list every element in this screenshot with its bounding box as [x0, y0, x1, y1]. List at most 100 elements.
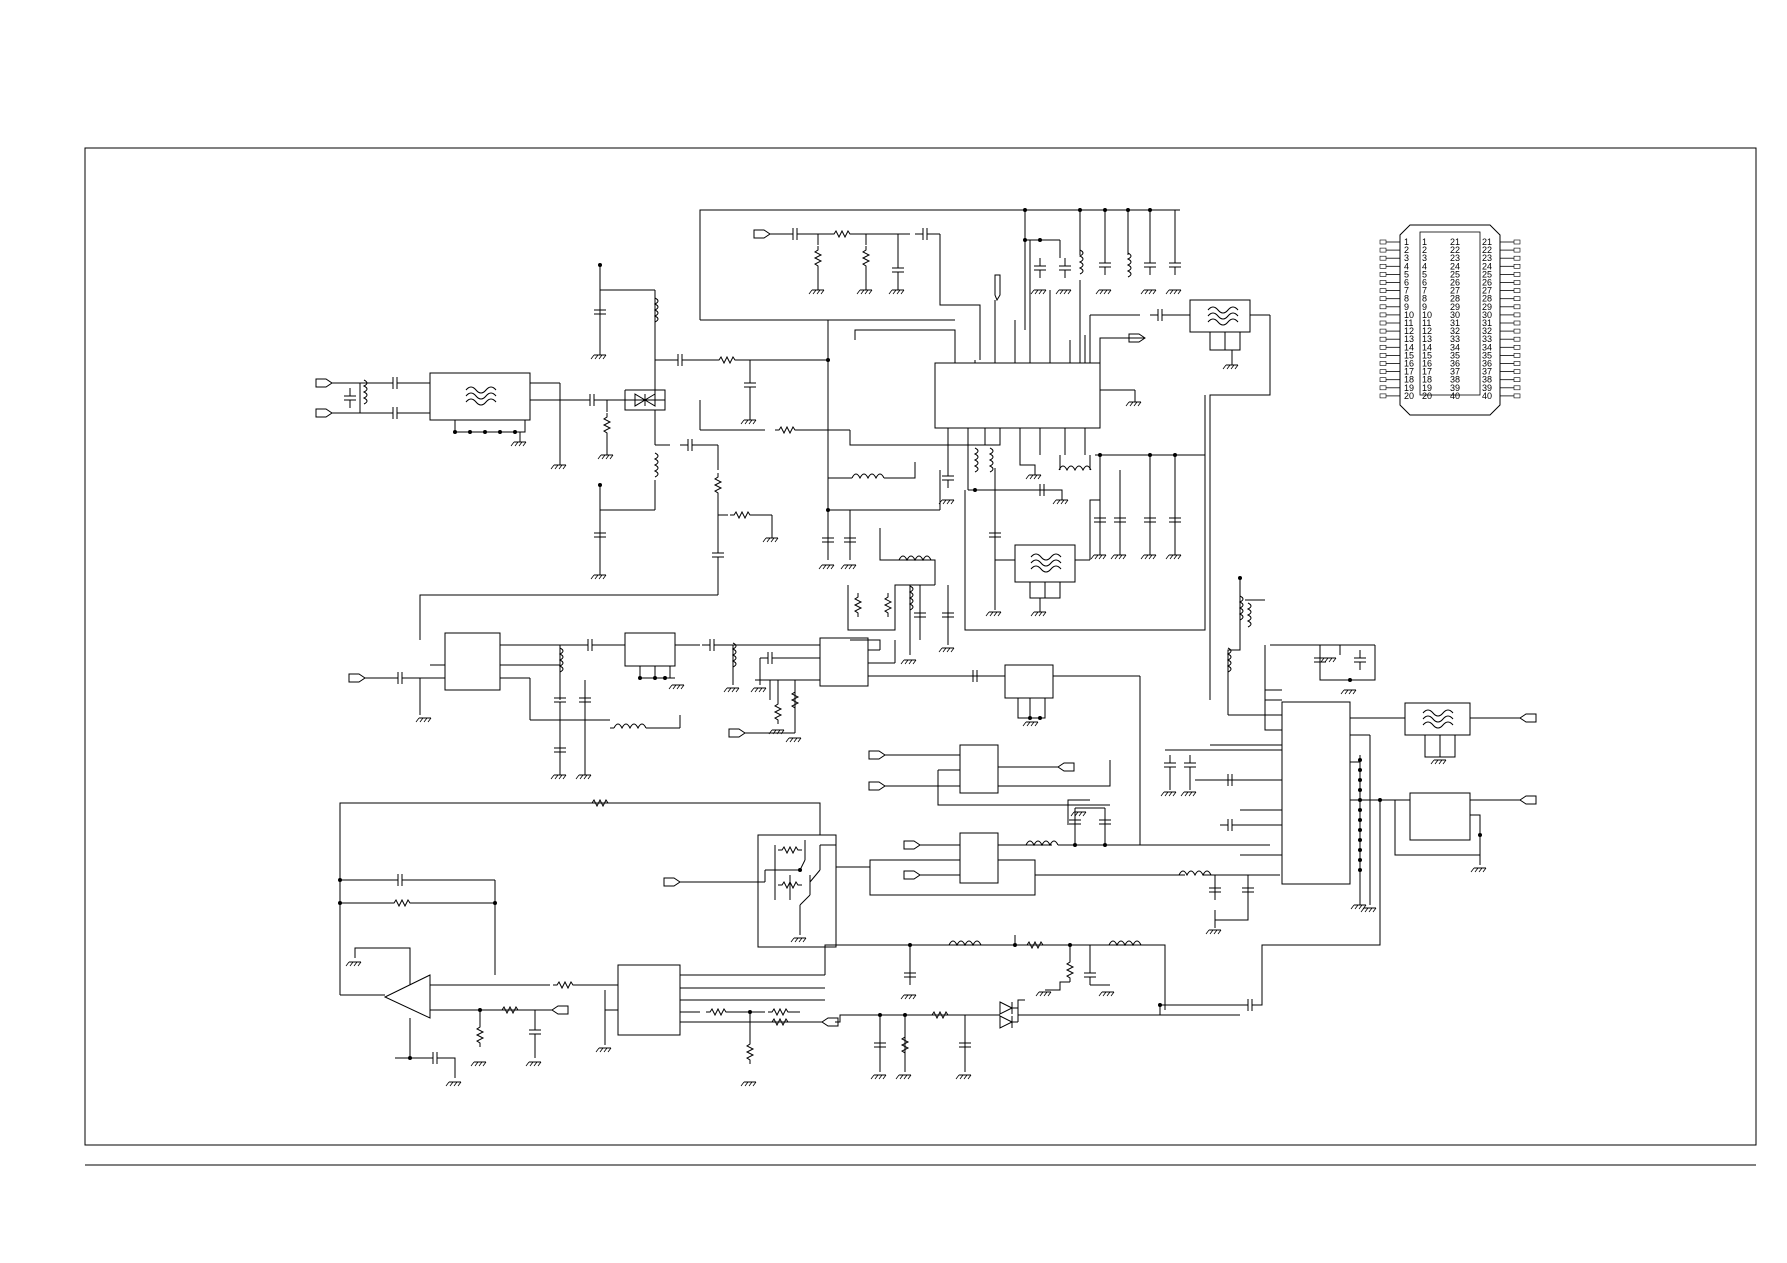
connector-pin-label: 34 — [1482, 342, 1492, 352]
connector-pin-label: 23 — [1450, 253, 1460, 263]
connector-pin-label: 22 — [1482, 245, 1492, 255]
connector-pin-label: 18 — [1422, 375, 1432, 385]
connector-pin-label: 10 — [1404, 310, 1414, 320]
connector-pin-label: 4 — [1422, 261, 1427, 271]
connector-pin-label: 3 — [1404, 253, 1409, 263]
connector-pin-label: 6 — [1422, 278, 1427, 288]
connector-pin-label: 18 — [1404, 375, 1414, 385]
buffer-ic — [1409, 792, 1471, 841]
switch-blocks — [868, 744, 1280, 935]
transistor-driver — [339, 799, 870, 995]
connector-pin-label: 24 — [1450, 261, 1460, 271]
connector-pin-label: 1 — [1404, 237, 1409, 247]
connector-pin-label: 13 — [1422, 334, 1432, 344]
connector-pin-label: 10 — [1422, 310, 1432, 320]
connector-pin-label: 39 — [1482, 383, 1492, 393]
connector-pin-label: 25 — [1450, 269, 1460, 279]
connector-pin-label: 26 — [1482, 278, 1492, 288]
detector-ic — [617, 964, 681, 1036]
top-ic-section — [699, 208, 1271, 700]
connector-pin-label: 38 — [1450, 375, 1460, 385]
amp-block-3 — [1004, 664, 1054, 699]
mixer-row — [348, 632, 1141, 845]
bottom-detector — [595, 800, 1381, 1087]
opamp-section — [338, 873, 620, 1087]
connector-pin-label: 11 — [1422, 318, 1431, 328]
drawing-frame — [84, 147, 1757, 1146]
connector-pin-label: 28 — [1450, 294, 1460, 304]
connector-pin-label: 2 — [1422, 245, 1427, 255]
connector-pin-label: 12 — [1404, 326, 1414, 336]
connector-pin-label: 36 — [1482, 359, 1492, 369]
connector-pin-label: 15 — [1404, 350, 1414, 360]
connector-pin-label: 8 — [1404, 294, 1409, 304]
connector-pin-label: 14 — [1422, 342, 1432, 352]
output-ic — [1281, 701, 1351, 885]
connector-pin-label: 37 — [1482, 367, 1492, 377]
connector-pin-label: 37 — [1450, 367, 1460, 377]
connector-pin-label: 3 — [1422, 253, 1427, 263]
connector-pin-label: 21 — [1482, 237, 1492, 247]
connector-pin-label: 31 — [1450, 318, 1460, 328]
connector-pin-label: 40 — [1482, 391, 1492, 401]
connector-pin-label: 16 — [1422, 359, 1432, 369]
saw-filter-4 — [1404, 702, 1471, 736]
connector-pin-label: 40 — [1450, 391, 1460, 401]
amp-block-2 — [819, 637, 869, 687]
center-bus — [818, 320, 955, 665]
connector-pin-label: 24 — [1482, 261, 1492, 271]
connector-pin-label: 8 — [1422, 294, 1427, 304]
connector-pin-label: 5 — [1404, 269, 1409, 279]
input-filter-section — [315, 263, 830, 640]
connector-pin-label: 2 — [1404, 245, 1409, 255]
connector-pin-label: 30 — [1482, 310, 1492, 320]
connector-pin-label: 12 — [1422, 326, 1432, 336]
connector-pin-label: 22 — [1450, 245, 1460, 255]
connector-pin-label: 29 — [1450, 302, 1460, 312]
connector-pin-label: 35 — [1450, 350, 1460, 360]
connector-pin-label: 23 — [1482, 253, 1492, 263]
connector-pin-label: 27 — [1450, 286, 1460, 296]
output-section — [1160, 576, 1537, 913]
connector-pin-label: 21 — [1450, 237, 1460, 247]
connector-pin-label: 14 — [1404, 342, 1414, 352]
opamp — [383, 974, 431, 1019]
connector-pin-label: 35 — [1482, 350, 1492, 360]
connector-pin-label: 5 — [1422, 269, 1427, 279]
switch-ic-1 — [959, 744, 999, 794]
connector-pin-label: 36 — [1450, 359, 1460, 369]
connector-pin-label: 39 — [1450, 383, 1460, 393]
mixer-ic — [444, 632, 501, 691]
connector-pin-label: 1 — [1422, 237, 1427, 247]
connector-pin-label: 34 — [1450, 342, 1460, 352]
connector-pin-label: 7 — [1422, 286, 1427, 296]
connector-pin-label: 33 — [1482, 334, 1492, 344]
connector-pin-label: 20 — [1422, 391, 1432, 401]
connector-pin-label: 6 — [1404, 278, 1409, 288]
connector-pin-label: 15 — [1422, 350, 1432, 360]
saw-filter-2 — [1189, 299, 1251, 333]
connector-pin-label: 25 — [1482, 269, 1492, 279]
connector-pin-label: 32 — [1482, 326, 1492, 336]
connector-pin-label: 30 — [1450, 310, 1460, 320]
connector-pin-label: 26 — [1450, 278, 1460, 288]
saw-filter-3 — [1014, 544, 1076, 583]
connector-pin-label: 20 — [1404, 391, 1414, 401]
connector-pin-label: 9 — [1404, 302, 1409, 312]
connector-pin-label: 7 — [1404, 286, 1409, 296]
connector-pin-label: 38 — [1482, 375, 1492, 385]
connector-pin-label: 17 — [1404, 367, 1414, 377]
connector-pin-label: 16 — [1404, 359, 1414, 369]
connector-pin-label: 32 — [1450, 326, 1460, 336]
connector-pin-label: 11 — [1404, 318, 1413, 328]
connector-pin-label: 17 — [1422, 367, 1432, 377]
connector-pin-label: 19 — [1422, 383, 1432, 393]
connector-pin-label: 28 — [1482, 294, 1492, 304]
connector-pin-label: 33 — [1450, 334, 1460, 344]
main-ic — [934, 362, 1101, 429]
amp-block-1 — [624, 632, 676, 667]
connector-pin-label: 27 — [1482, 286, 1492, 296]
connector-pin-label: 13 — [1404, 334, 1414, 344]
connector-pin-label: 9 — [1422, 302, 1427, 312]
